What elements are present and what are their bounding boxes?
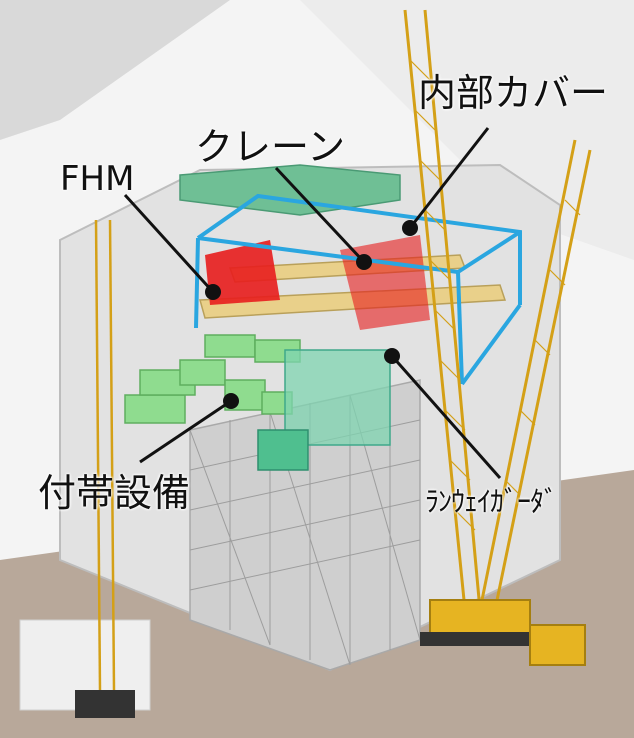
- equipment-housing: [284, 349, 391, 446]
- distant-road: [0, 0, 230, 140]
- crawler-tracks: [420, 632, 540, 646]
- tower-crane-base: [75, 690, 135, 718]
- top-frame: [179, 164, 401, 216]
- distant-ground: [300, 0, 634, 260]
- crane-marker: [356, 254, 372, 270]
- fhm-red: [205, 240, 280, 305]
- small-vehicle: [529, 624, 586, 666]
- equipment-unit: [257, 429, 309, 471]
- runway-girder-label: ﾗﾝｳｪｲｶﾞｰﾀﾞ: [425, 485, 558, 518]
- leader-lines: [123, 127, 502, 479]
- equipment-marker: [223, 393, 239, 409]
- inner-cover-label: 内部カバー: [418, 71, 609, 115]
- runway-girder-marker: [384, 348, 400, 364]
- inner-cover-marker: [402, 220, 418, 236]
- marker-dots: [205, 220, 418, 409]
- fhm-marker: [205, 284, 221, 300]
- inner-cover-outline: [194, 193, 522, 386]
- crane-lattice: [409, 59, 581, 531]
- auxiliary-equipment-label: 付帯設備: [38, 471, 191, 515]
- crane-label: クレーン: [195, 125, 346, 169]
- tower-crane-left: [94, 219, 116, 691]
- fhm-label: FHM: [60, 159, 135, 199]
